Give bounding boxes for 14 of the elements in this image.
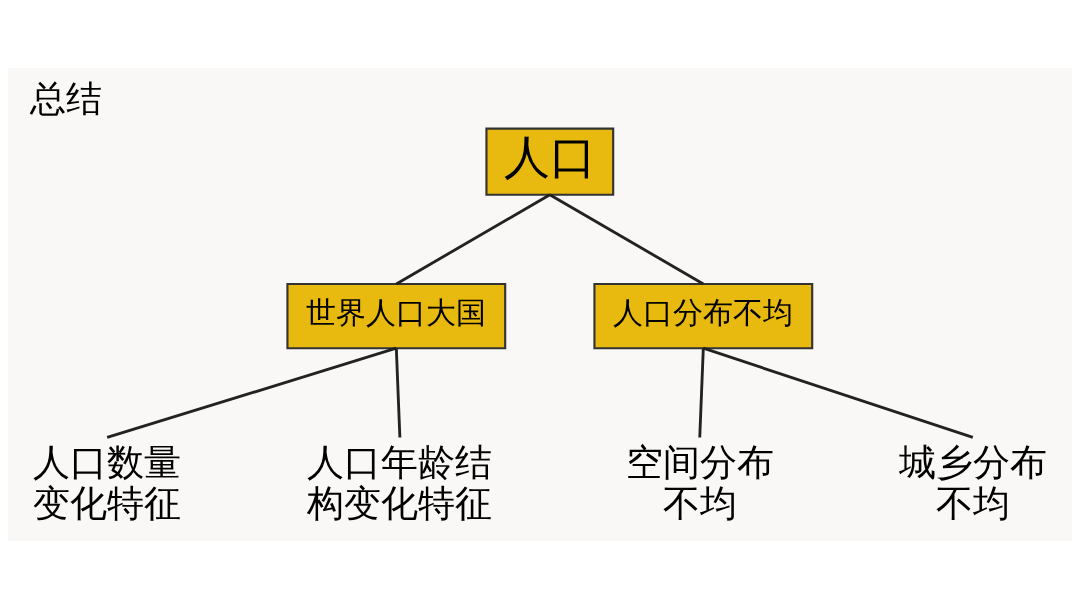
connector (395, 193, 551, 285)
connector (106, 346, 397, 439)
connector (702, 346, 974, 439)
connector (394, 347, 402, 438)
node-box: 世界人口大国 (286, 282, 507, 349)
node-box: 人口分布不均 (593, 282, 814, 349)
connector (549, 193, 705, 285)
connector (698, 347, 705, 438)
node-text: 空间分布不均 (625, 439, 774, 525)
diagram-title: 总结 (30, 77, 103, 119)
node-box: 人口 (485, 127, 615, 196)
node-text: 人口数量变化特征 (33, 439, 182, 525)
node-text: 城乡分布不均 (898, 439, 1047, 525)
node-text: 人口年龄结构变化特征 (307, 439, 493, 525)
